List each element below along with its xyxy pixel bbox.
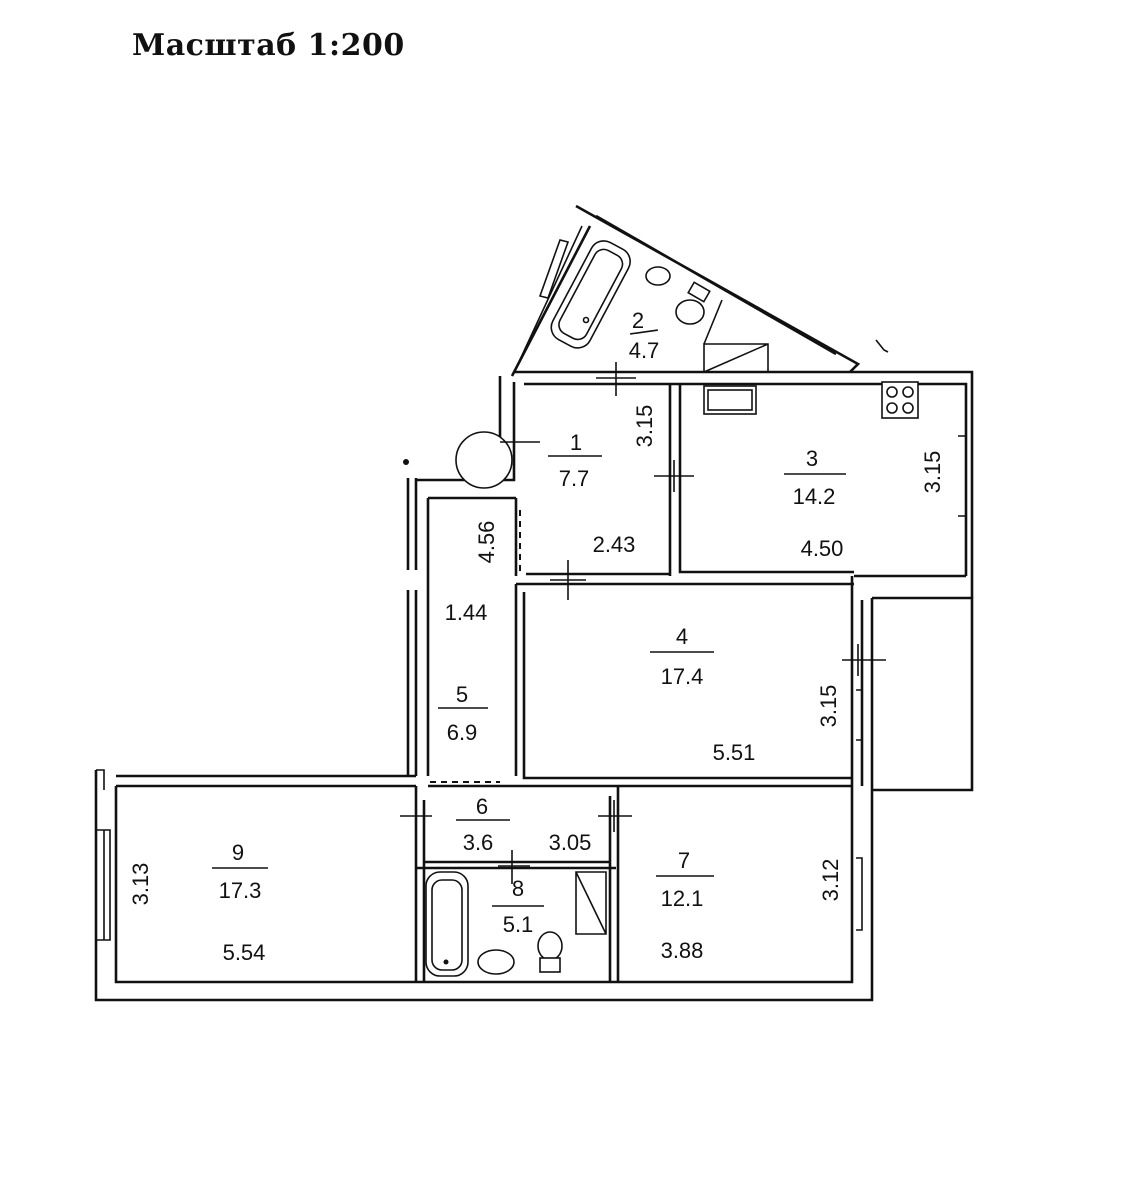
room-3-area: 14.2 (793, 484, 836, 509)
dim-r9-height: 3.13 (128, 863, 153, 906)
bathtub-r2 (550, 240, 631, 349)
wall-corridor-top (416, 382, 516, 482)
dim-r5-height: 4.56 (474, 521, 499, 564)
wall-r1-r3 (668, 384, 854, 576)
wall-r9-top (116, 774, 416, 788)
wall-r6-bottom (416, 860, 616, 870)
room-8-number: 8 (512, 876, 524, 901)
dim-r5-width: 1.44 (445, 600, 488, 625)
toilet-r2 (675, 299, 705, 325)
sink-r8 (477, 949, 515, 975)
door-mark-r8 (498, 850, 530, 884)
door-mark-r7 (598, 800, 632, 832)
room-7-number: 7 (678, 848, 690, 873)
fixtures (403, 381, 919, 977)
dim-r3-height: 3.15 (920, 451, 945, 494)
stove (881, 381, 919, 419)
dim-r7-height: 3.12 (818, 859, 843, 902)
drain-r2 (582, 316, 590, 324)
stove-burner-4 (902, 402, 914, 414)
door-mark-r4-right (842, 644, 886, 676)
toilet-tank-r8 (539, 957, 561, 973)
room-3-number: 3 (806, 446, 818, 471)
door-mark-r3 (654, 460, 694, 492)
room-1-number: 1 (570, 430, 582, 455)
wall-r2-stub (538, 239, 570, 299)
wall-bottom (94, 770, 874, 1002)
wall-r1-bottom (516, 572, 854, 586)
window-r4 (856, 689, 863, 741)
room-7-area: 12.1 (661, 886, 704, 911)
wall-right (854, 574, 974, 810)
wall-bottom-inner (114, 786, 854, 984)
room-4-number: 4 (676, 624, 688, 649)
wall-r8-right (608, 786, 620, 982)
wall-r2-partition (703, 299, 723, 345)
dim-r9-width: 5.54 (223, 940, 266, 965)
window-r9 (96, 829, 111, 941)
stove-burner-3 (886, 402, 898, 414)
bathtub-r8-inner (431, 879, 463, 971)
scale-title: Масштаб 1:200 (132, 28, 405, 63)
room-6-number: 6 (476, 794, 488, 819)
bathroom-2 (510, 204, 889, 377)
dim-r4-height: 3.15 (816, 685, 841, 728)
room-5-area: 6.9 (447, 720, 478, 745)
dim-r7-width: 3.88 (661, 938, 704, 963)
dim-r1-width: 2.43 (593, 532, 636, 557)
door-mark-r9 (400, 800, 432, 832)
room-6-area: 3.6 (463, 830, 494, 855)
window-r3 (958, 435, 967, 517)
dim-r1-height: 3.15 (632, 405, 657, 448)
wall-corridor-inner (426, 496, 516, 776)
column-circle (455, 431, 513, 489)
wall-corridor-left (406, 478, 418, 776)
dim-r4-width: 5.51 (713, 740, 756, 765)
dim-r6-width: 3.05 (549, 830, 592, 855)
room-8-area: 5.1 (503, 912, 534, 937)
wall-r2-inner (517, 225, 583, 365)
stove-burner-1 (886, 386, 898, 398)
stove-burner-2 (902, 386, 914, 398)
room-5-number: 5 (456, 682, 468, 707)
toilet-tank-r2 (687, 281, 711, 303)
door-mark-r4-top (550, 560, 586, 600)
washing-machine-r2 (703, 343, 769, 373)
drain-r8 (443, 959, 449, 965)
room-2-number: 2 (632, 308, 644, 333)
inner-walls (414, 384, 854, 982)
room-fraction-bars (212, 329, 846, 907)
dim-r3-width: 4.50 (801, 536, 844, 561)
room-2-area: 4.7 (629, 338, 660, 363)
wall-r2 (510, 204, 861, 377)
sink-r2 (645, 266, 671, 286)
wall-r2-right-stub (875, 339, 889, 353)
window-r7 (856, 857, 863, 931)
bathtub-r8 (425, 871, 469, 977)
bathtub-r2-inner (558, 248, 624, 341)
dimension-labels: 3.15 2.43 3.15 4.50 4.56 1.44 3.15 5.51 … (128, 405, 945, 965)
dot-marker (403, 459, 409, 465)
outer-walls (94, 370, 974, 1002)
wall-left-stub (96, 769, 105, 790)
kitchen-sink-inner (707, 389, 753, 411)
room-9-area: 17.3 (219, 878, 262, 903)
room-labels: 2 4.7 1 7.7 3 14.2 4 17.4 5 6.9 6 3.6 7 … (219, 308, 836, 937)
toilet-r8 (537, 931, 563, 961)
room-9-number: 9 (232, 840, 244, 865)
washer-r8 (575, 871, 607, 935)
wall-r4-left (514, 584, 852, 780)
wall-r7-right (850, 576, 864, 786)
door-mark-r2 (596, 362, 636, 396)
door-marks (400, 362, 886, 884)
room-4-area: 17.4 (661, 664, 704, 689)
room-1-area: 7.7 (559, 466, 590, 491)
